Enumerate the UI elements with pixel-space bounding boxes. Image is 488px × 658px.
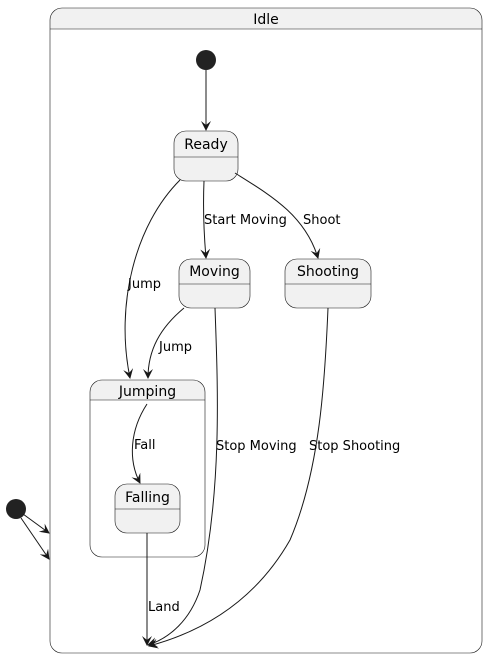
state-moving: Moving bbox=[178, 258, 251, 309]
state-jumping-label: Jumping bbox=[118, 384, 176, 400]
label-start-moving: Start Moving bbox=[204, 213, 287, 228]
label-jump-ready: Jump bbox=[127, 277, 161, 292]
edge-outer-initial-a bbox=[22, 513, 50, 534]
label-stop-shooting: Stop Shooting bbox=[309, 439, 400, 454]
initial-state-outer bbox=[6, 499, 26, 519]
edge-shooting-to-land bbox=[148, 307, 329, 649]
label-land: Land bbox=[148, 600, 180, 615]
edge-moving-to-jumping bbox=[143, 307, 185, 379]
state-ready: Ready bbox=[173, 130, 239, 182]
state-moving-label: Moving bbox=[189, 264, 240, 280]
state-idle-label: Idle bbox=[253, 12, 279, 28]
initial-state-inner bbox=[196, 50, 216, 70]
state-idle: Idle bbox=[49, 7, 483, 654]
edge-jumping-to-falling bbox=[131, 403, 148, 484]
state-ready-label: Ready bbox=[184, 137, 227, 153]
edge-moving-to-land bbox=[147, 307, 218, 648]
state-jumping: Jumping bbox=[89, 379, 206, 558]
edge-ready-to-jumping bbox=[123, 179, 181, 379]
state-falling: Falling bbox=[114, 483, 181, 534]
state-shooting: Shooting bbox=[284, 258, 372, 309]
edge-ready-to-moving bbox=[200, 180, 211, 259]
label-jump-moving: Jump bbox=[158, 340, 192, 355]
edge-outer-initial-b bbox=[20, 517, 50, 560]
label-shoot: Shoot bbox=[303, 213, 341, 228]
label-stop-moving: Stop Moving bbox=[216, 439, 297, 454]
state-shooting-label: Shooting bbox=[297, 264, 359, 280]
state-falling-label: Falling bbox=[125, 490, 170, 506]
label-fall: Fall bbox=[134, 438, 155, 453]
edge-ready-to-shooting bbox=[234, 172, 321, 259]
